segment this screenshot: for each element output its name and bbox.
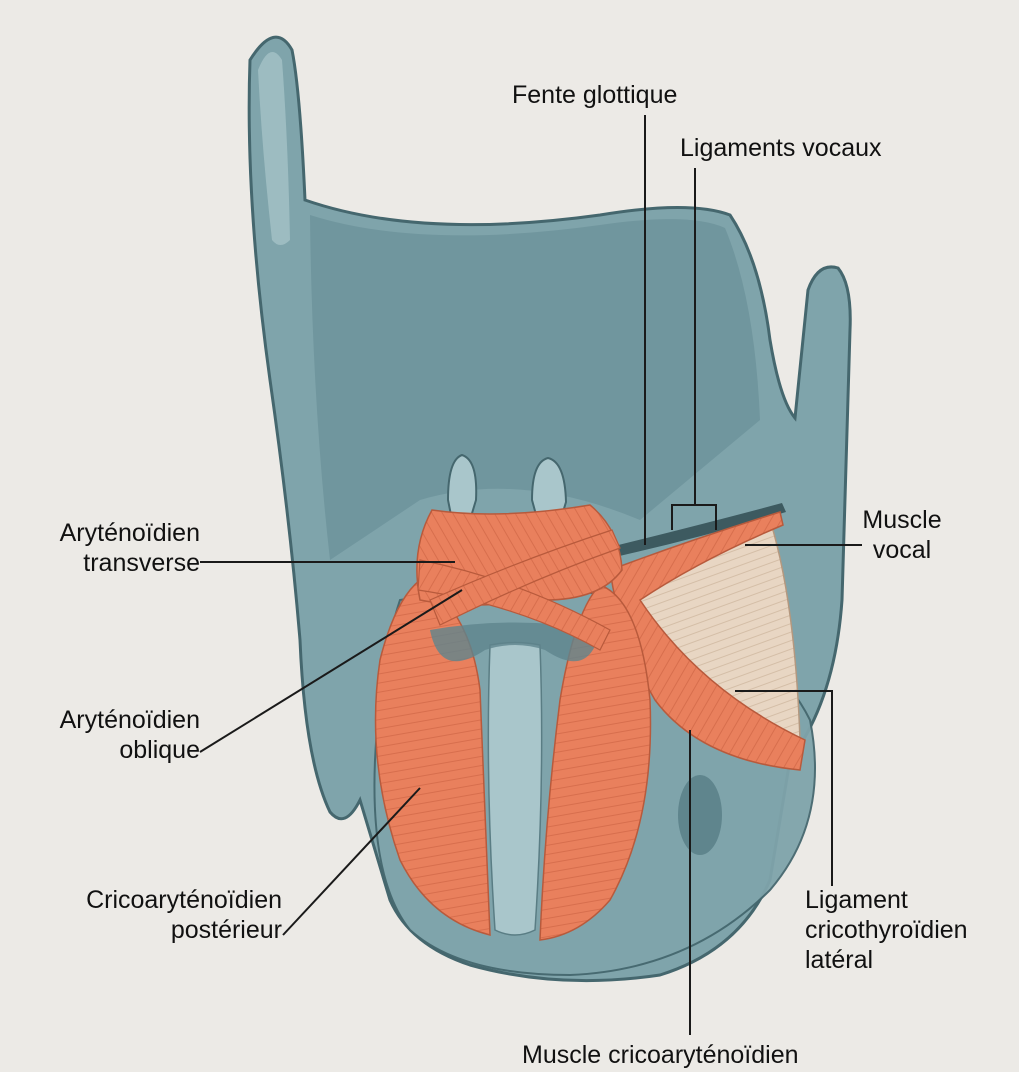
label-crico-posterieur-line2: postérieur (20, 915, 282, 945)
label-crico-posterieur-line1: Cricoaryténoïdien (20, 885, 282, 915)
label-aryt-oblique-line2: oblique (20, 735, 200, 765)
arytenoid-left (448, 455, 476, 520)
label-muscle-vocal: Muscle vocal (862, 505, 942, 565)
label-lig-crico: Ligament cricothyroïdien latéral (805, 885, 968, 975)
label-aryt-transverse-line2: transverse (20, 548, 200, 578)
label-crico-posterieur: Cricoaryténoïdien postérieur (20, 885, 282, 945)
label-aryt-transverse: Aryténoïdien transverse (20, 518, 200, 578)
label-fente-glottique-text: Fente glottique (512, 80, 677, 110)
label-muscle-vocal-line1: Muscle (862, 505, 942, 535)
label-lig-crico-line3: latéral (805, 945, 968, 975)
label-aryt-transverse-line1: Aryténoïdien (20, 518, 200, 548)
label-crico-lateral-text: Muscle cricoaryténoïdien (522, 1040, 799, 1070)
label-ligaments-vocaux-text: Ligaments vocaux (680, 133, 882, 163)
label-lig-crico-line1: Ligament (805, 885, 968, 915)
label-aryt-oblique: Aryténoïdien oblique (20, 705, 200, 765)
label-aryt-oblique-line1: Aryténoïdien (20, 705, 200, 735)
label-crico-lateral: Muscle cricoaryténoïdien (522, 1040, 799, 1070)
label-fente-glottique: Fente glottique (512, 80, 677, 110)
cricoid-foramen (678, 775, 722, 855)
label-lig-crico-line2: cricothyroïdien (805, 915, 968, 945)
label-ligaments-vocaux: Ligaments vocaux (680, 133, 882, 163)
cricoid-median-ridge (488, 643, 541, 936)
label-muscle-vocal-line2: vocal (862, 535, 942, 565)
